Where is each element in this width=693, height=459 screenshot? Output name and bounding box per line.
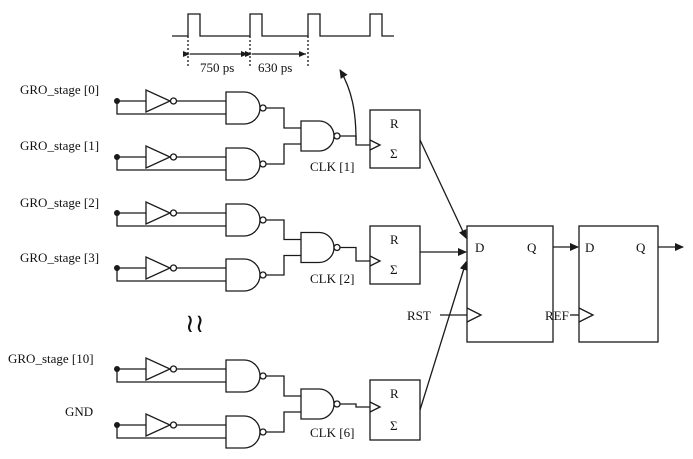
counter-6-box xyxy=(369,379,421,441)
stage-2-b-bypass-wire xyxy=(116,268,226,282)
stage-6-b-nand-bubble xyxy=(259,428,267,436)
stage-1-b-inverter xyxy=(145,144,172,170)
input-label-gro-1: GRO_stage [1] xyxy=(20,138,99,153)
input-label-gro-3: GRO_stage [3] xyxy=(20,250,99,265)
stage-1-b-nand-gate xyxy=(225,147,261,181)
input-label-gro-2: GRO_stage [2] xyxy=(20,195,99,210)
input-label-gnd: GND xyxy=(65,404,93,419)
clk-6-label: CLK [6] xyxy=(310,425,354,440)
flip-flop-1-q-label: Q xyxy=(527,240,537,255)
stage-1-final-nand-gate xyxy=(300,120,335,152)
stage-2-b-nand-bubble xyxy=(259,271,267,279)
flip-flop-1-clock-triangle xyxy=(466,307,483,323)
stage-2-final-input-b-wire xyxy=(266,254,301,276)
clock-waveform: 750 ps 630 ps xyxy=(172,13,394,75)
clk-1-label: CLK [1] xyxy=(310,159,354,174)
stage-6-a-inverter-bubble xyxy=(169,365,178,373)
stage-6-final-clock-wire xyxy=(340,403,370,408)
counter-6: R Σ CLK [6] xyxy=(310,379,421,441)
counter-2-sum-label: Σ xyxy=(390,262,398,277)
counter-6-to-ff-arrow xyxy=(419,261,468,411)
clk-to-waveform-arrow xyxy=(339,69,357,141)
stage-1-final-input-b-wire xyxy=(266,143,301,165)
stage-2-a-inverter xyxy=(145,200,172,226)
ref-label: REF xyxy=(545,308,569,323)
counter-2-clock-triangle xyxy=(369,255,382,267)
clk-2-label: CLK [2] xyxy=(310,271,354,286)
stage-1-b-bypass-wire xyxy=(116,157,226,171)
stage-6-b-bypass-wire xyxy=(116,425,226,439)
stage-1-a-inverter-bubble xyxy=(169,97,178,105)
stage-1-a-nand-gate xyxy=(225,91,261,125)
stage-2-final-input-a-wire xyxy=(266,219,301,241)
stage-6-final-nand-bubble xyxy=(333,400,341,408)
ellipsis-squiggle: ≀≀ xyxy=(185,309,205,338)
stage-2-a-bypass-wire xyxy=(116,213,226,227)
stage-6-a-nand-gate xyxy=(225,359,261,393)
period-label-630: 630 ps xyxy=(258,60,292,75)
counter-1-clock-triangle xyxy=(369,139,382,151)
flip-flop-1-d-label: D xyxy=(475,240,484,255)
stage-2-final-clock-wire xyxy=(340,246,370,262)
flip-flop-2-box xyxy=(578,225,659,343)
stage-1-a-bypass-wire xyxy=(116,101,226,115)
input-label-gro-10: GRO_stage [10] xyxy=(8,351,94,366)
counter-1: R Σ CLK [1] xyxy=(310,109,421,174)
stage-1-a-nand-bubble xyxy=(259,104,267,112)
period-label-750: 750 ps xyxy=(200,60,234,75)
stage-2-a-nand-gate xyxy=(225,203,261,237)
stage-1-a-inverter xyxy=(145,88,172,114)
stage-2-b-nand-gate xyxy=(225,258,261,292)
stage-1-b-inverter-bubble xyxy=(169,153,178,161)
stage-2-a-inverter-bubble xyxy=(169,209,178,217)
stage-6-b-nand-gate xyxy=(225,415,261,449)
counter-2: R Σ CLK [2] xyxy=(310,225,421,286)
stage-6-a-bypass-wire xyxy=(116,369,226,383)
stage-2-final-nand-bubble xyxy=(333,243,341,252)
stage-2-b-inverter xyxy=(145,255,172,281)
stage-6-final-input-b-wire xyxy=(266,411,301,433)
counter-2-box xyxy=(369,225,421,285)
stage-6-b-inverter-bubble xyxy=(169,421,178,429)
flip-flop-2-d-label: D xyxy=(585,240,594,255)
counter-2-reset-label: R xyxy=(390,232,399,247)
input-label-gro-0: GRO_stage [0] xyxy=(20,82,99,97)
counter-6-sum-label: Σ xyxy=(390,418,398,433)
stage-2-final-nand-gate xyxy=(300,231,335,264)
counter-6-reset-label: R xyxy=(390,386,399,401)
stage-1-b-nand-bubble xyxy=(259,160,267,168)
counter-1-sum-label: Σ xyxy=(390,146,398,161)
counter-6-clock-triangle xyxy=(369,401,382,413)
flip-flop-2: D Q REF xyxy=(545,225,684,343)
stage-6-a-nand-bubble xyxy=(259,372,267,380)
flip-flop-2-q-label: Q xyxy=(636,240,646,255)
flip-flop-1-box xyxy=(466,225,554,343)
stage-1-final-nand-bubble xyxy=(333,132,341,140)
stage-1-final-clock-wire xyxy=(340,135,370,146)
counter-1-reset-label: R xyxy=(390,116,399,131)
logic-stages xyxy=(114,88,370,449)
stage-6-final-nand-gate xyxy=(300,388,335,420)
counter-1-box xyxy=(369,109,421,169)
stage-2-a-nand-bubble xyxy=(259,216,267,224)
stage-2-b-inverter-bubble xyxy=(169,264,178,272)
stage-6-a-inverter xyxy=(145,356,172,382)
rst-label: RST xyxy=(407,308,431,323)
input-labels: GRO_stage [0] GRO_stage [1] GRO_stage [2… xyxy=(8,82,99,419)
flip-flop-2-clock-triangle xyxy=(578,307,595,323)
counter-1-to-ff-arrow xyxy=(419,139,467,239)
stage-1-final-input-a-wire xyxy=(266,107,301,129)
stage-6-b-inverter xyxy=(145,412,172,438)
flip-flop-1: D Q RST xyxy=(407,225,554,343)
stage-6-final-input-a-wire xyxy=(266,375,301,397)
